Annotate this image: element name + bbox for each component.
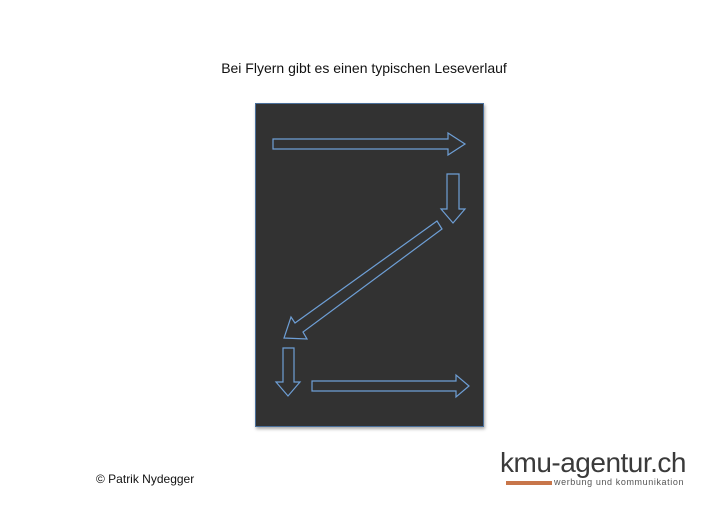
logo-wordmark: kmu-agentur.ch xyxy=(500,447,687,478)
flyer-page xyxy=(255,103,484,427)
arrow-right-top xyxy=(272,131,467,157)
logo-accent-bar xyxy=(506,481,552,485)
arrow-down-left xyxy=(274,347,302,397)
arrow-down-right xyxy=(439,173,467,224)
copyright-text: © Patrik Nydegger xyxy=(96,472,195,486)
arrow-right-bottom xyxy=(311,373,470,399)
logo-tagline: werbung und kommunikation xyxy=(554,477,685,487)
arrow-diagonal-down-left xyxy=(283,220,443,340)
reading-path-diagram xyxy=(272,131,470,399)
kmu-agentur-logo: kmu-agentur.ch werbung und kommunikation xyxy=(500,448,687,493)
slide-title: Bei Flyern gibt es einen typischen Lesev… xyxy=(221,60,507,76)
